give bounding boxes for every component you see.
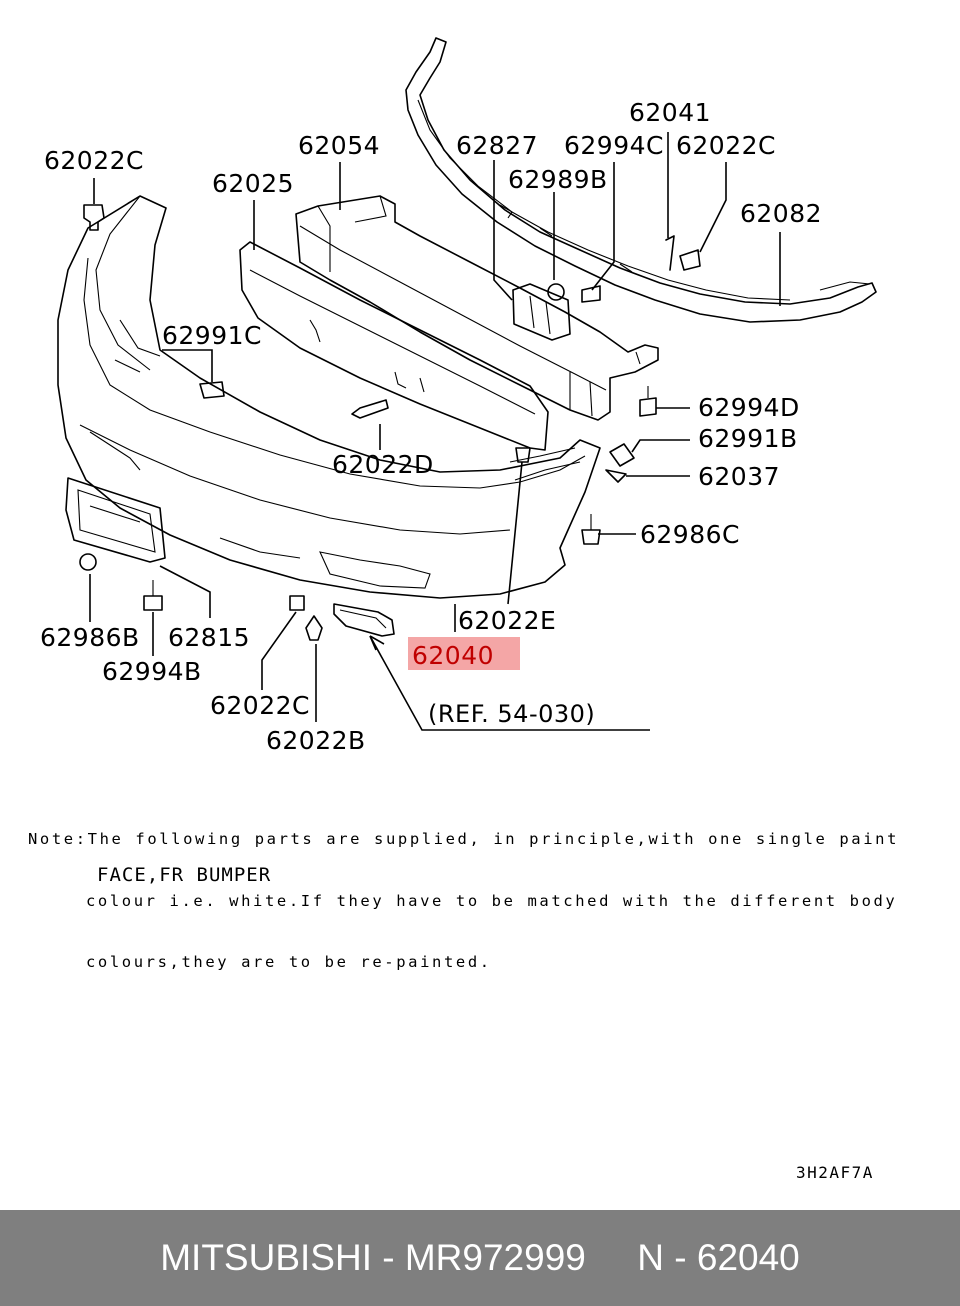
bumper-face (57, 195, 601, 599)
fog-cover (333, 603, 395, 637)
label-62986C: 62986C (640, 520, 740, 549)
label-62994D: 62994D (698, 393, 800, 422)
label-62022E: 62022E (458, 606, 556, 635)
diagram-code: 3H2AF7A (796, 1163, 874, 1182)
label-62041: 62041 (629, 98, 711, 127)
label-62025: 62025 (212, 169, 294, 198)
parts-diagram: 62022C 62054 62025 62827 62041 62994C 62… (40, 37, 877, 755)
highlight-box (408, 637, 520, 670)
license-bracket (65, 477, 166, 563)
label-62037: 62037 (698, 462, 780, 491)
label-62022D: 62022D (332, 450, 434, 479)
rubber-stopper (512, 283, 571, 341)
label-62994B: 62994B (102, 657, 202, 686)
diagram-caption: FACE,FR BUMPER (97, 864, 272, 886)
label-62986B: 62986B (40, 623, 140, 652)
label-62815: 62815 (168, 623, 250, 652)
energy-absorber (239, 241, 549, 451)
label-62022C-bottom: 62022C (210, 691, 310, 720)
label-ref-54-030: (REF. 54-030) (428, 700, 595, 728)
footer-bar: MITSUBISHI - MR972999 N - 62040 (0, 1210, 960, 1306)
part-labels: 62022C 62054 62025 62827 62041 62994C 62… (40, 98, 822, 755)
label-62827: 62827 (456, 131, 538, 160)
label-62989B: 62989B (508, 165, 608, 194)
footer-part-info: MITSUBISHI - MR972999 N - 62040 (160, 1237, 800, 1278)
label-62082: 62082 (740, 199, 822, 228)
supply-note: Note:The following parts are supplied, i… (28, 788, 899, 993)
label-62022C-top-left: 62022C (44, 146, 144, 175)
upper-support-bar (405, 37, 877, 323)
note-line-1: Note:The following parts are supplied, i… (28, 830, 900, 848)
label-62054: 62054 (298, 131, 380, 160)
note-line-3: colours,they are to be re-painted. (86, 953, 492, 971)
leader-lines (89, 132, 781, 731)
fasteners (79, 204, 701, 641)
note-line-2: colour i.e. white.If they have to be mat… (86, 891, 898, 910)
label-62994C: 62994C (564, 131, 664, 160)
reinforcement-beam (295, 195, 659, 421)
label-62022C-top-right: 62022C (676, 131, 776, 160)
label-62991C: 62991C (162, 321, 262, 350)
label-62022B: 62022B (266, 726, 366, 755)
label-62991B: 62991B (698, 424, 798, 453)
label-62040: 62040 (412, 641, 494, 670)
